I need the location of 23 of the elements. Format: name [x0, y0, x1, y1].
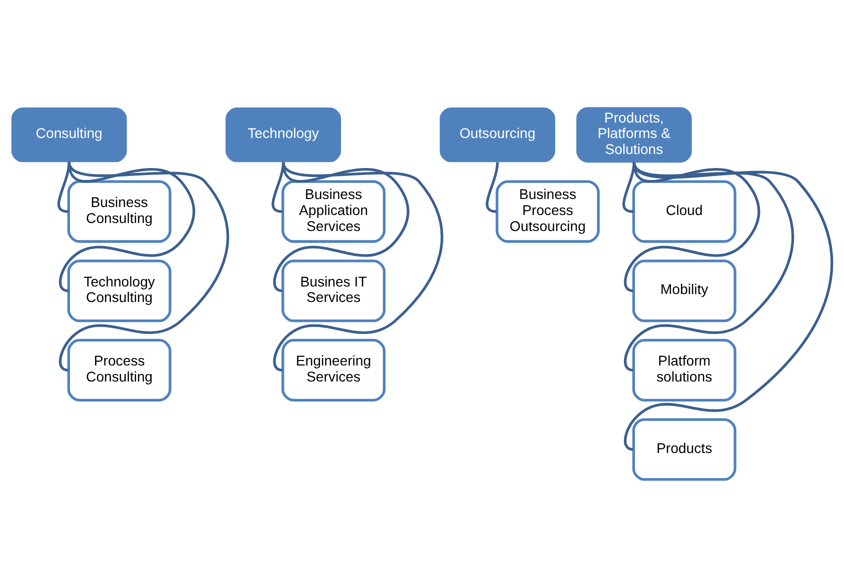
- node-box: Products: [632, 418, 736, 481]
- connector: [624, 162, 834, 451]
- node-box: Mobility: [632, 260, 736, 322]
- node-box: Cloud: [632, 180, 736, 243]
- node-box: Consulting: [11, 108, 127, 162]
- connector: [273, 162, 444, 372]
- node-box: Business Application Services: [282, 180, 386, 243]
- node-box: Busines IT Services: [282, 260, 386, 322]
- connector: [59, 162, 229, 372]
- connector: [57, 162, 70, 213]
- node-box: Engineering Services: [282, 338, 386, 402]
- node-box: Outsourcing: [440, 108, 556, 162]
- connector: [273, 162, 410, 292]
- connector: [486, 162, 499, 213]
- node-box: Business Consulting: [67, 180, 172, 243]
- connector: [624, 162, 794, 372]
- connector: [622, 162, 636, 213]
- node-box: Process Consulting: [67, 338, 172, 402]
- node-box: Platform solutions: [632, 338, 736, 402]
- node-box: Business Process Outsourcing: [496, 180, 600, 243]
- node-box: Technology Consulting: [67, 260, 172, 322]
- node-box: Products, Platforms & Solutions: [576, 107, 692, 163]
- node-box: Technology: [226, 108, 341, 162]
